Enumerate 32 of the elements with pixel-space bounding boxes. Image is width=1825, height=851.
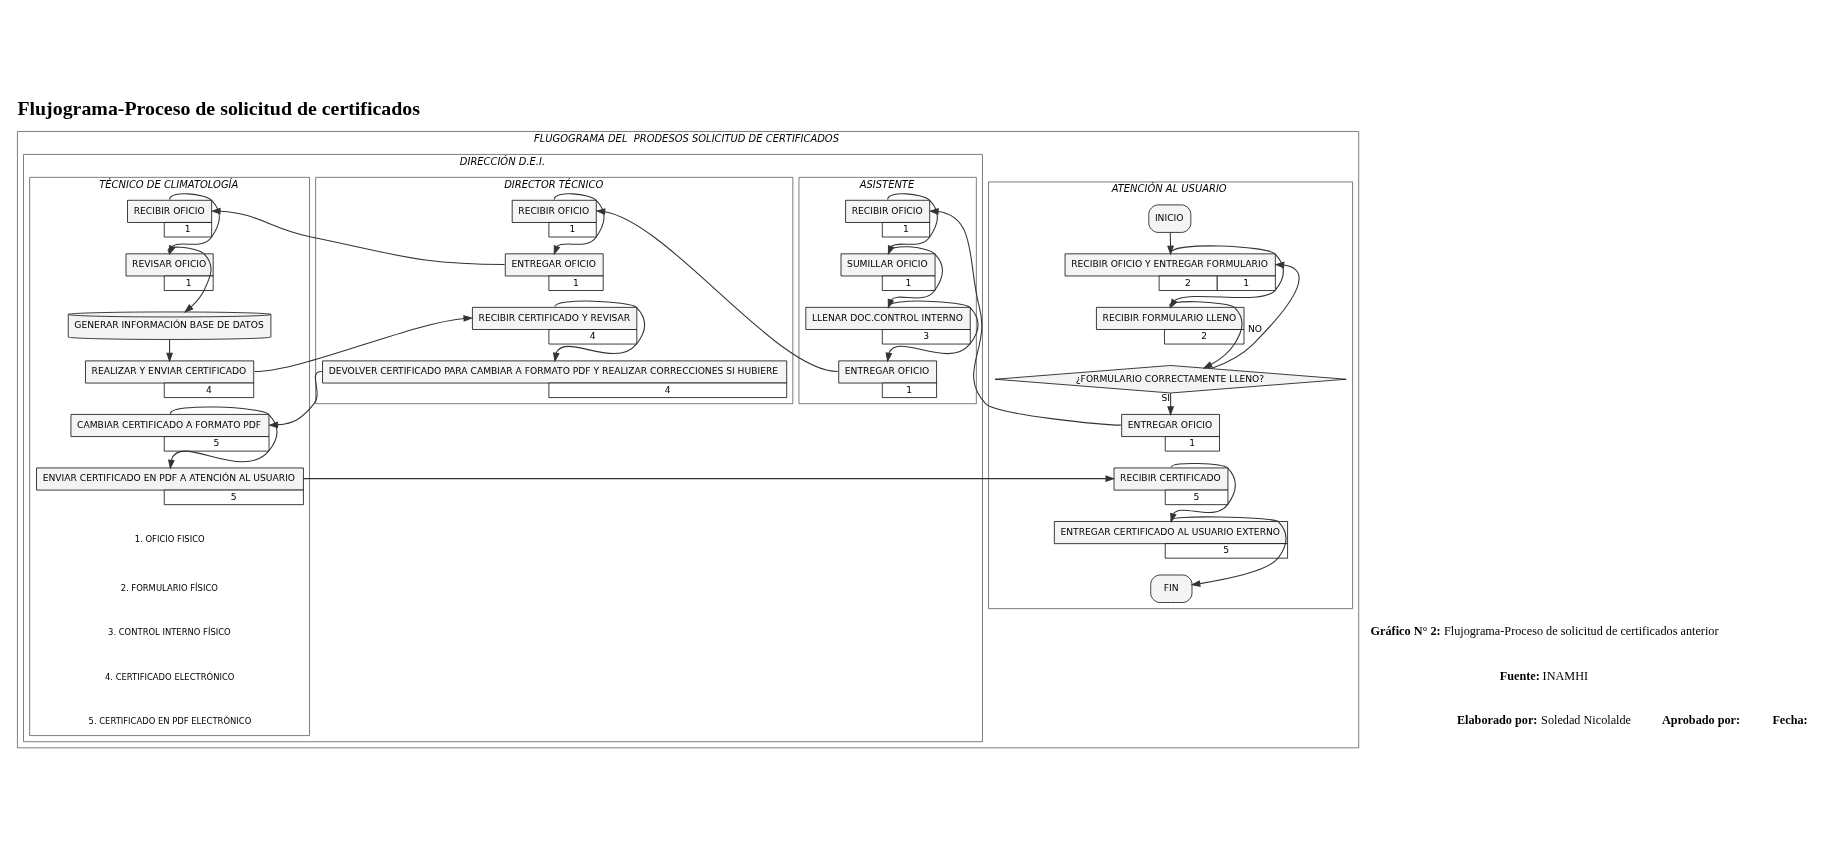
label: 3. CONTROL INTERNO FÍSICO — [108, 627, 231, 638]
node-label: 4 — [205, 383, 212, 395]
label: Fecha: — [1772, 712, 1808, 727]
diagram-title: Flujograma-Proceso de solicitud de certificados — [17, 97, 420, 120]
edge-label: NO — [1248, 322, 1263, 334]
label: 1. OFICIO FISICO — [134, 533, 205, 544]
node-label: 1 — [902, 223, 909, 235]
node-label: 2 — [1185, 276, 1191, 288]
label: Gráfico N° 2: Flujograma-Proceso de solicitud de certificados anterior — [1370, 624, 1719, 639]
node-label: 1 — [906, 383, 913, 395]
node-label: 1 — [184, 223, 191, 235]
node-label: 1 — [569, 223, 576, 235]
node-label: 1 — [1189, 437, 1196, 449]
node-label: 3 — [923, 330, 930, 342]
node-label: 1 — [905, 276, 912, 288]
label: 2. FORMULARIO FÍSICO — [120, 582, 218, 593]
node-label: 5 — [1193, 490, 1200, 502]
node-label: 2 — [1201, 330, 1207, 342]
node-label: 1 — [185, 276, 192, 288]
node-label: 4 — [664, 383, 671, 395]
label: Aprobado por: — [1661, 712, 1741, 727]
edge-label: SI — [1161, 391, 1170, 403]
node-label: 5 — [213, 437, 220, 449]
node-label: 1 — [572, 276, 579, 288]
label: Fuente: INAMHI — [1499, 668, 1589, 683]
label: Elaborado por: Soledad Nicolalde — [1456, 712, 1632, 727]
node-label: 5 — [230, 490, 237, 502]
label: 5. CERTIFICADO EN PDF ELECTRÓNICO — [88, 715, 252, 726]
label: 4. CERTIFICADO ELECTRÓNICO — [104, 671, 235, 682]
node-label: 5 — [1223, 544, 1230, 556]
node-label: 4 — [589, 330, 596, 342]
node-label: 1 — [1243, 276, 1250, 288]
